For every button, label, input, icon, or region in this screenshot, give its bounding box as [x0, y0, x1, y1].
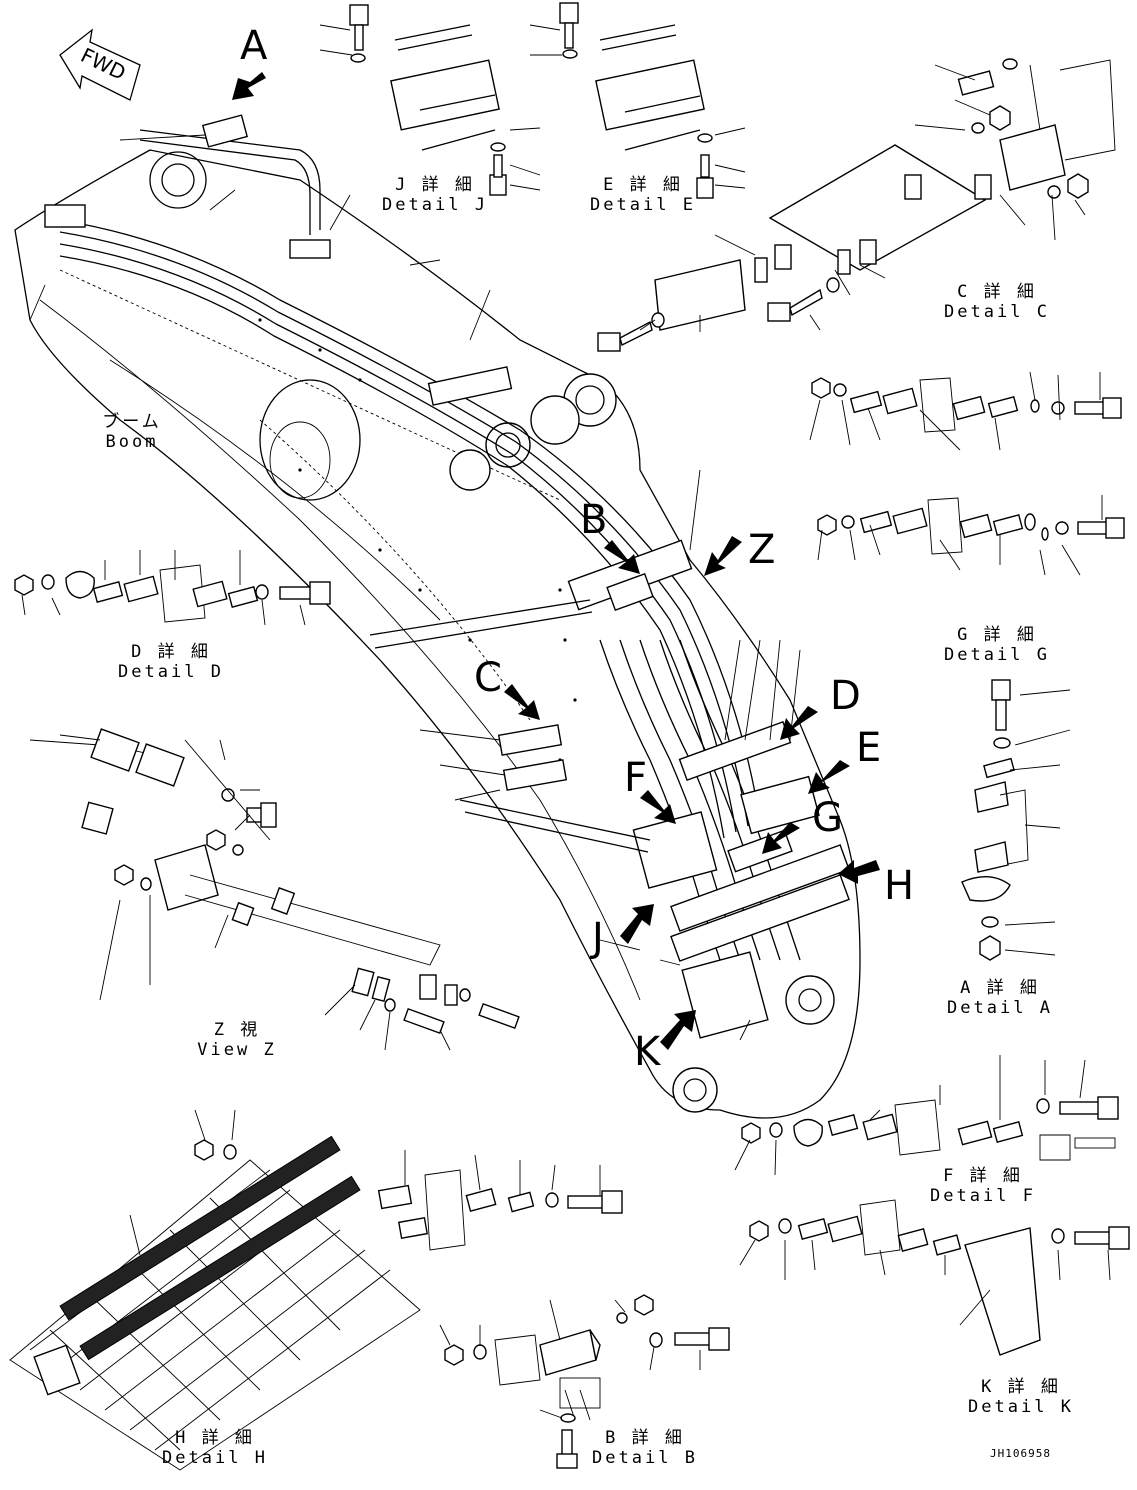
- view-Z-drawing: [29, 728, 520, 1035]
- callout-K: K: [634, 1029, 661, 1075]
- detail-J-drawing: [319, 4, 541, 196]
- detail-B-drawing: [444, 1294, 730, 1469]
- detail-K-drawing: [749, 1199, 1130, 1356]
- hose-bundle: [59, 129, 801, 961]
- clamp-A-on-boom: [44, 114, 513, 406]
- clamp-stack-D-E-F-G-H: [632, 720, 850, 1039]
- detail-H-drawing: [9, 1135, 623, 1471]
- detail-D-drawing: [14, 564, 331, 623]
- detail-F-drawing: [741, 1096, 1119, 1161]
- leader-lines: [21, 134, 1111, 1419]
- clamp-C-on-boom: [369, 599, 651, 853]
- callout-arrows: [232, 72, 880, 1050]
- detail-row-upper-drawing: [811, 377, 1122, 433]
- detail-C-drawing: [597, 58, 1116, 352]
- boom-label-jp: ブーム: [102, 412, 162, 432]
- detail-E-drawing: [529, 2, 746, 199]
- callout-B: B: [580, 497, 608, 543]
- boom-body: [14, 149, 861, 1119]
- callout-E: E: [856, 725, 882, 771]
- detail-G-drawing: [817, 497, 1125, 555]
- callout-A: A: [240, 23, 268, 69]
- callout-C: C: [474, 655, 502, 701]
- callout-F: F: [624, 755, 648, 801]
- callout-G: G: [812, 795, 843, 841]
- callout-D: D: [830, 673, 861, 719]
- detail-A-drawing: [961, 679, 1029, 961]
- callout-J: J: [592, 915, 604, 961]
- boom-label-en: Boom: [105, 432, 159, 452]
- boom-label: ブーム Boom: [92, 412, 172, 452]
- callout-H: H: [884, 863, 915, 909]
- drawing-code: JH106958: [990, 1447, 1051, 1460]
- callout-Z: Z: [748, 527, 776, 573]
- fwd-arrow: [59, 28, 141, 101]
